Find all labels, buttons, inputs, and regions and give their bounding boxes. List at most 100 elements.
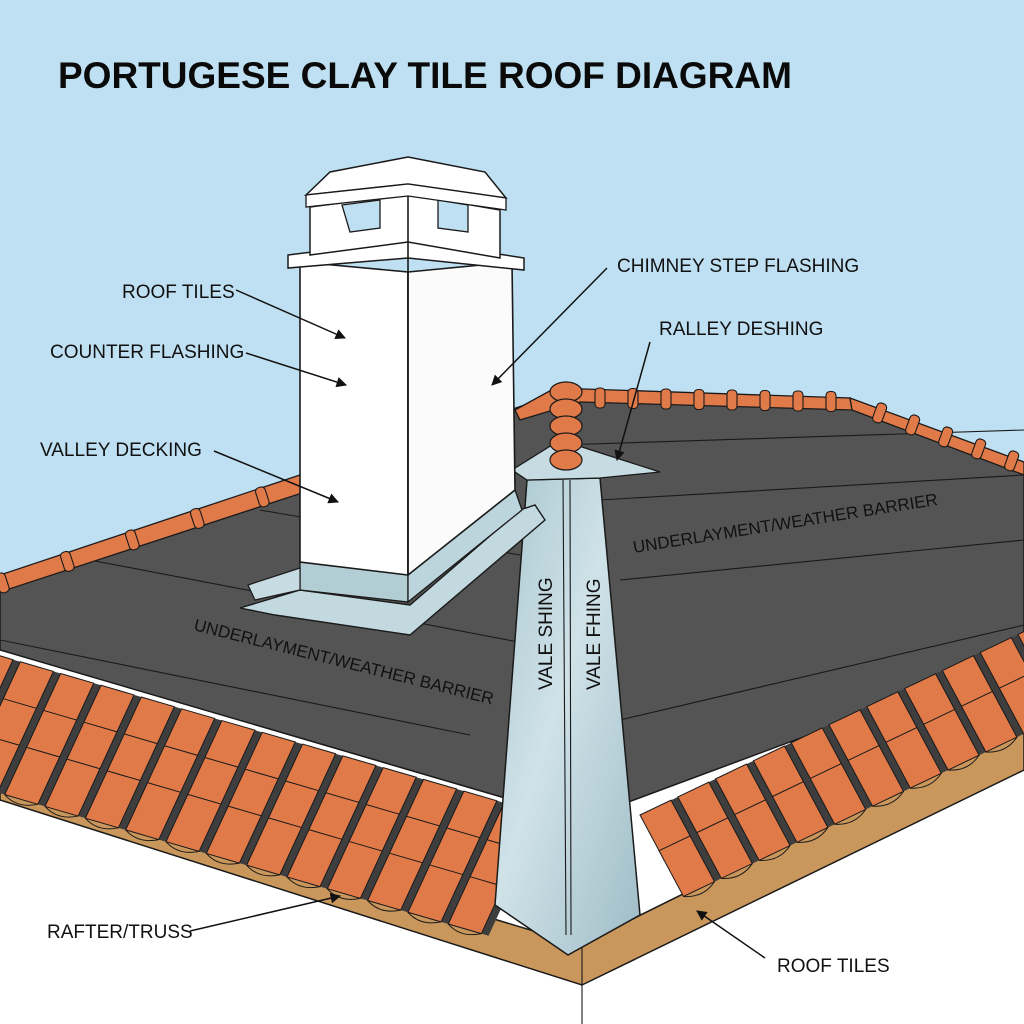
roof-tile-gap [112,694,142,745]
roof-tile-gap [233,730,263,780]
roof-tile-gap [279,827,309,877]
roof-tile-gap [897,688,930,738]
roof-tile-gap [71,683,101,733]
roof-tile-gap [727,814,760,864]
roof-tile-gap [935,670,967,720]
roof-tile-gap [690,832,722,882]
roof-tile-curve [367,900,401,912]
roof-tile-gap [175,755,205,805]
roof-tile-gap [14,708,44,758]
roof-tile-gap [360,851,390,901]
roof-tile-gap [158,792,188,842]
roof-tile-curve [205,853,240,865]
arrow-rafter-truss [189,893,342,932]
label-valley-decking: VALLEY DECKING [40,440,202,461]
roof-tile-gap [320,839,350,889]
label-ralley-deshing: RALLEY DESHING [659,319,823,340]
roof-tile [0,655,14,690]
roof-tile-gap [458,837,488,888]
roof-tile-gap [746,760,778,810]
roof-tile-gap [859,706,892,756]
arrow-roof-tiles-bottom [696,910,766,959]
valley-seam-2 [569,479,572,936]
roof-tile [998,675,1024,735]
ridge-cap [189,507,205,530]
label-vale-shing: VALE SHING [536,577,557,690]
roof-tile-gap [879,742,911,792]
ridge-cap [0,572,10,594]
roof-tiles-right-field [639,630,1024,898]
roof-tile-gap [256,778,286,829]
roof-tile-gap [973,652,1005,702]
roof-tile-gap [765,796,797,846]
roof-tile-gap [394,777,424,827]
roof-tile-curve [721,863,753,879]
roof-tile-gap [434,789,464,839]
roof-tile-gap [916,724,949,774]
ridge-cap [1004,450,1020,472]
roof-tile-gap [192,718,222,768]
roof-tile-curve [84,817,119,830]
arrow-counter-flashing [245,352,348,388]
chimney-cap-lip [305,183,507,211]
roof-tile-curve [796,827,829,843]
roof-tile-curve [683,881,715,898]
chimney-front-face [299,261,409,576]
roof-tile-gap [135,743,165,794]
roof-tile-gap [354,765,384,815]
ridge-cap [594,387,606,409]
chimney-left-flashing [247,567,301,601]
roof-tile-gap [0,745,27,795]
label-vale-fhing: VALE FHING [584,578,605,690]
roof-tile-curve [447,923,482,936]
roof-tile-gap [841,760,873,810]
ridge-caps-right [594,387,1020,472]
roof-tile [0,739,21,789]
roof-tile-gap [400,862,430,913]
roof-tile-gap [417,825,447,876]
roof-tile-gap [803,778,835,828]
roof-tile-curve [125,829,159,842]
roof-tile-gap [992,688,1024,738]
ridge-cap [905,414,921,436]
hip-ridge-caps [549,381,583,471]
roof-tile-curve [910,773,942,789]
chimney-step-flashing-base [239,504,546,636]
ridge-cap [726,389,738,411]
roof-tile-gap [31,671,61,721]
roof-tile-curve [948,754,980,771]
ridge-cap [59,550,75,573]
ridge-cap [759,389,771,412]
roof-tile-curve [759,845,791,861]
page-title: PORTUGESE CLAY TILE ROOF DIAGRAM [58,55,792,96]
ridge-cap [938,426,954,448]
label-counter-flashing: COUNTER FLASHING [50,342,244,363]
ridge-cap [792,390,804,412]
roof-tile-gap [37,756,67,807]
roof-tile-curve [834,809,867,825]
roof-tile-gap [954,706,986,756]
roof-tile-gap [296,790,326,841]
roof-tile-curve [4,794,38,806]
label-roof-tiles-bottom: ROOF TILES [777,956,890,977]
roof-tile-gap [822,724,854,774]
hip-cap-tile [549,449,583,471]
roof-tile-curve [286,876,321,889]
roof-tile-gap [152,706,182,757]
roof-tile-gap [475,800,505,851]
roof-tile-curve [872,791,904,807]
ridge-caps-left [0,486,270,594]
roof-tile-curve [44,806,79,818]
roof-tile-gap [670,796,703,846]
ground-background [0,740,1024,1024]
arrow-chimney-step-flashing [491,267,608,386]
label-chimney-step-flashing: CHIMNEY STEP FLASHING [617,256,859,277]
roof-tile-gap [313,753,343,804]
roof-tile-curve [165,841,200,853]
label-rafter-truss: RAFTER/TRUSS [47,922,193,943]
arrow-valley-decking [213,450,339,504]
roof-tile-gap [216,767,246,817]
roof-tile-gap [54,720,84,770]
chimney-vent-right [437,199,469,233]
